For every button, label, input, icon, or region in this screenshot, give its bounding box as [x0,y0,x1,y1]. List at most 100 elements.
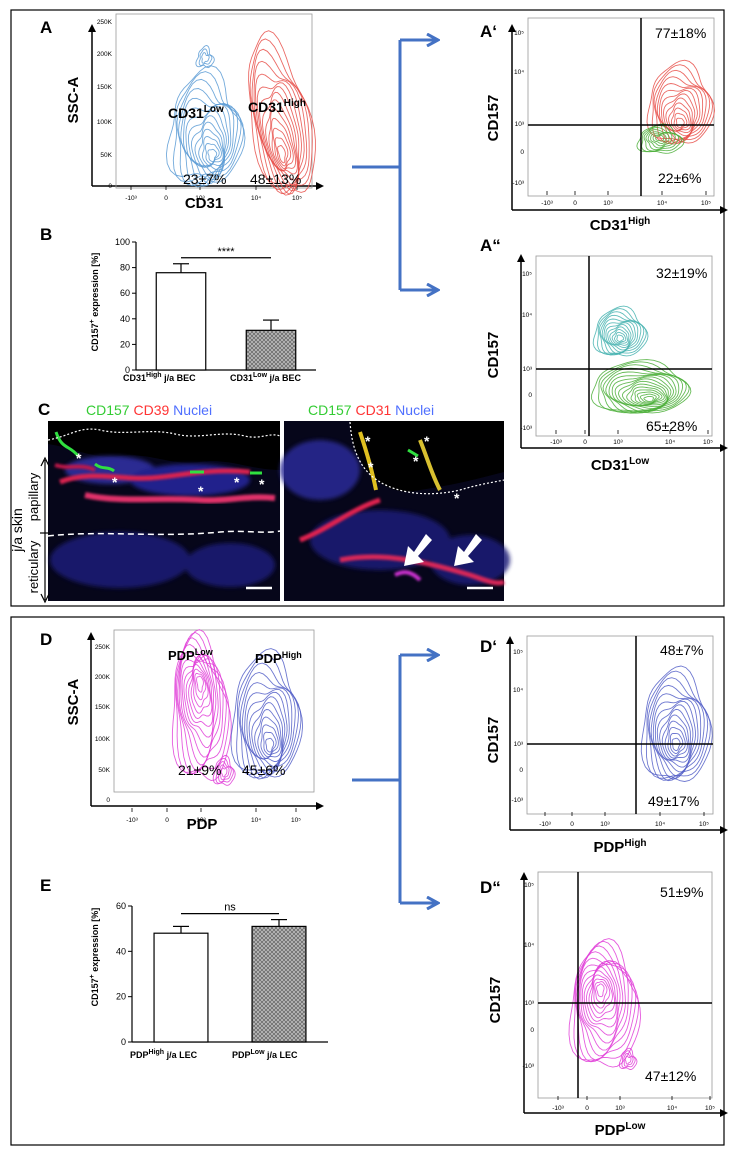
contour-line [586,966,617,1022]
significance-label: ns [224,902,236,914]
contour-line [581,960,621,1036]
y-tick-label: -10³ [520,425,532,432]
contour-line [249,38,313,190]
panel-a-xlabel: CD31 [185,195,223,212]
x-tick-label: -10³ [125,195,137,202]
contour-line [596,983,605,998]
contour-line [272,127,292,170]
contour-line [575,951,633,1061]
panel-a2-ylabel: CD157 [485,332,502,379]
contour-line [597,308,647,355]
contour-line [591,974,613,1014]
contour-line [217,761,232,783]
x-tick-label: 0 [164,195,168,202]
panel-d1-label: D‘ [480,637,497,656]
frame-bottom [10,616,725,1146]
panel-d1-plot-frame [526,635,714,815]
panel-d1-ylabel: CD157 [485,717,502,764]
contour-line [271,117,294,171]
contour-line [670,107,690,131]
pct-cd31-low: 23±7% [183,171,227,187]
contour-line [220,767,228,778]
panel-d2-xlabel: PDPLow [595,1121,646,1139]
panel-a2-xlabel: CD31Low [591,456,650,474]
contour-line [265,99,298,175]
contour-line [253,60,308,196]
contour-line [618,378,669,408]
x-tick-label: 10⁴ [251,817,261,824]
asterisk-icon: * [112,474,118,490]
pct-cd31-high: 48±13% [250,171,301,187]
y-tick-label: 10³ [515,121,525,128]
contour-line [646,59,715,144]
panel-d2-label: D“ [480,878,501,897]
contour-line [257,716,281,759]
x-tick-label: 0 [585,1105,589,1112]
contour-line [188,659,213,719]
panel-e-cat1: PDPHigh j/a LEC [130,1049,198,1060]
contour-line [198,128,224,168]
x-tick-label: -10³ [539,821,551,828]
contour-line [583,962,618,1028]
panel-d1-q-bottom: 49±17% [648,793,699,809]
y-tick-label: 100K [95,736,111,743]
y-tick-label: 10³ [523,366,533,373]
y-tick-label: -10³ [522,1063,534,1070]
contour-line [661,90,698,140]
contour-line [623,1053,634,1067]
contour-line [618,1047,638,1070]
y-tick-label: 200K [95,674,111,681]
x-tick-label: 10³ [615,1105,625,1112]
y-tick-label: 10⁴ [514,69,524,76]
x-tick-label: -10³ [550,439,562,446]
contour-line [640,665,713,782]
contour-line [212,754,236,786]
panel-a-label: A [40,18,52,37]
panel-a1-q-bottom: 22±6% [658,170,702,186]
contour-line [274,137,289,167]
y-tick-label: 80 [120,263,130,273]
contour-line [268,108,297,172]
contour-line [645,670,711,779]
contour-line [663,93,696,137]
asterisk-icon: * [413,453,419,469]
contour-line [207,148,218,163]
contour-line [641,125,683,153]
contour-line [187,110,227,176]
contour-line [578,960,626,1051]
y-tick-label: 250K [97,19,113,26]
gate-pdp-high: PDPHigh [255,650,302,666]
asterisk-icon: * [234,474,240,490]
panel-d-xlabel: PDP [187,816,218,833]
contour-line [626,383,667,407]
contour-line [588,970,616,1019]
contour-line [262,91,299,181]
y-tick-label: 10³ [525,1000,535,1007]
contour-line [591,359,692,414]
contour-line [647,677,709,781]
contour-line [246,691,288,772]
contour-line [636,123,685,154]
panel-d1-q-top: 48±7% [660,642,704,658]
panel-d1-contours [640,665,713,782]
contour-line [263,731,277,756]
contour-line [655,134,665,142]
contour-line [667,726,686,757]
branch-arrow-icon [352,655,438,903]
contour-line [193,668,209,708]
y-tick-label: 150K [97,84,113,91]
y-tick-label: 0 [519,767,523,774]
y-tick-label: 20 [116,992,126,1002]
